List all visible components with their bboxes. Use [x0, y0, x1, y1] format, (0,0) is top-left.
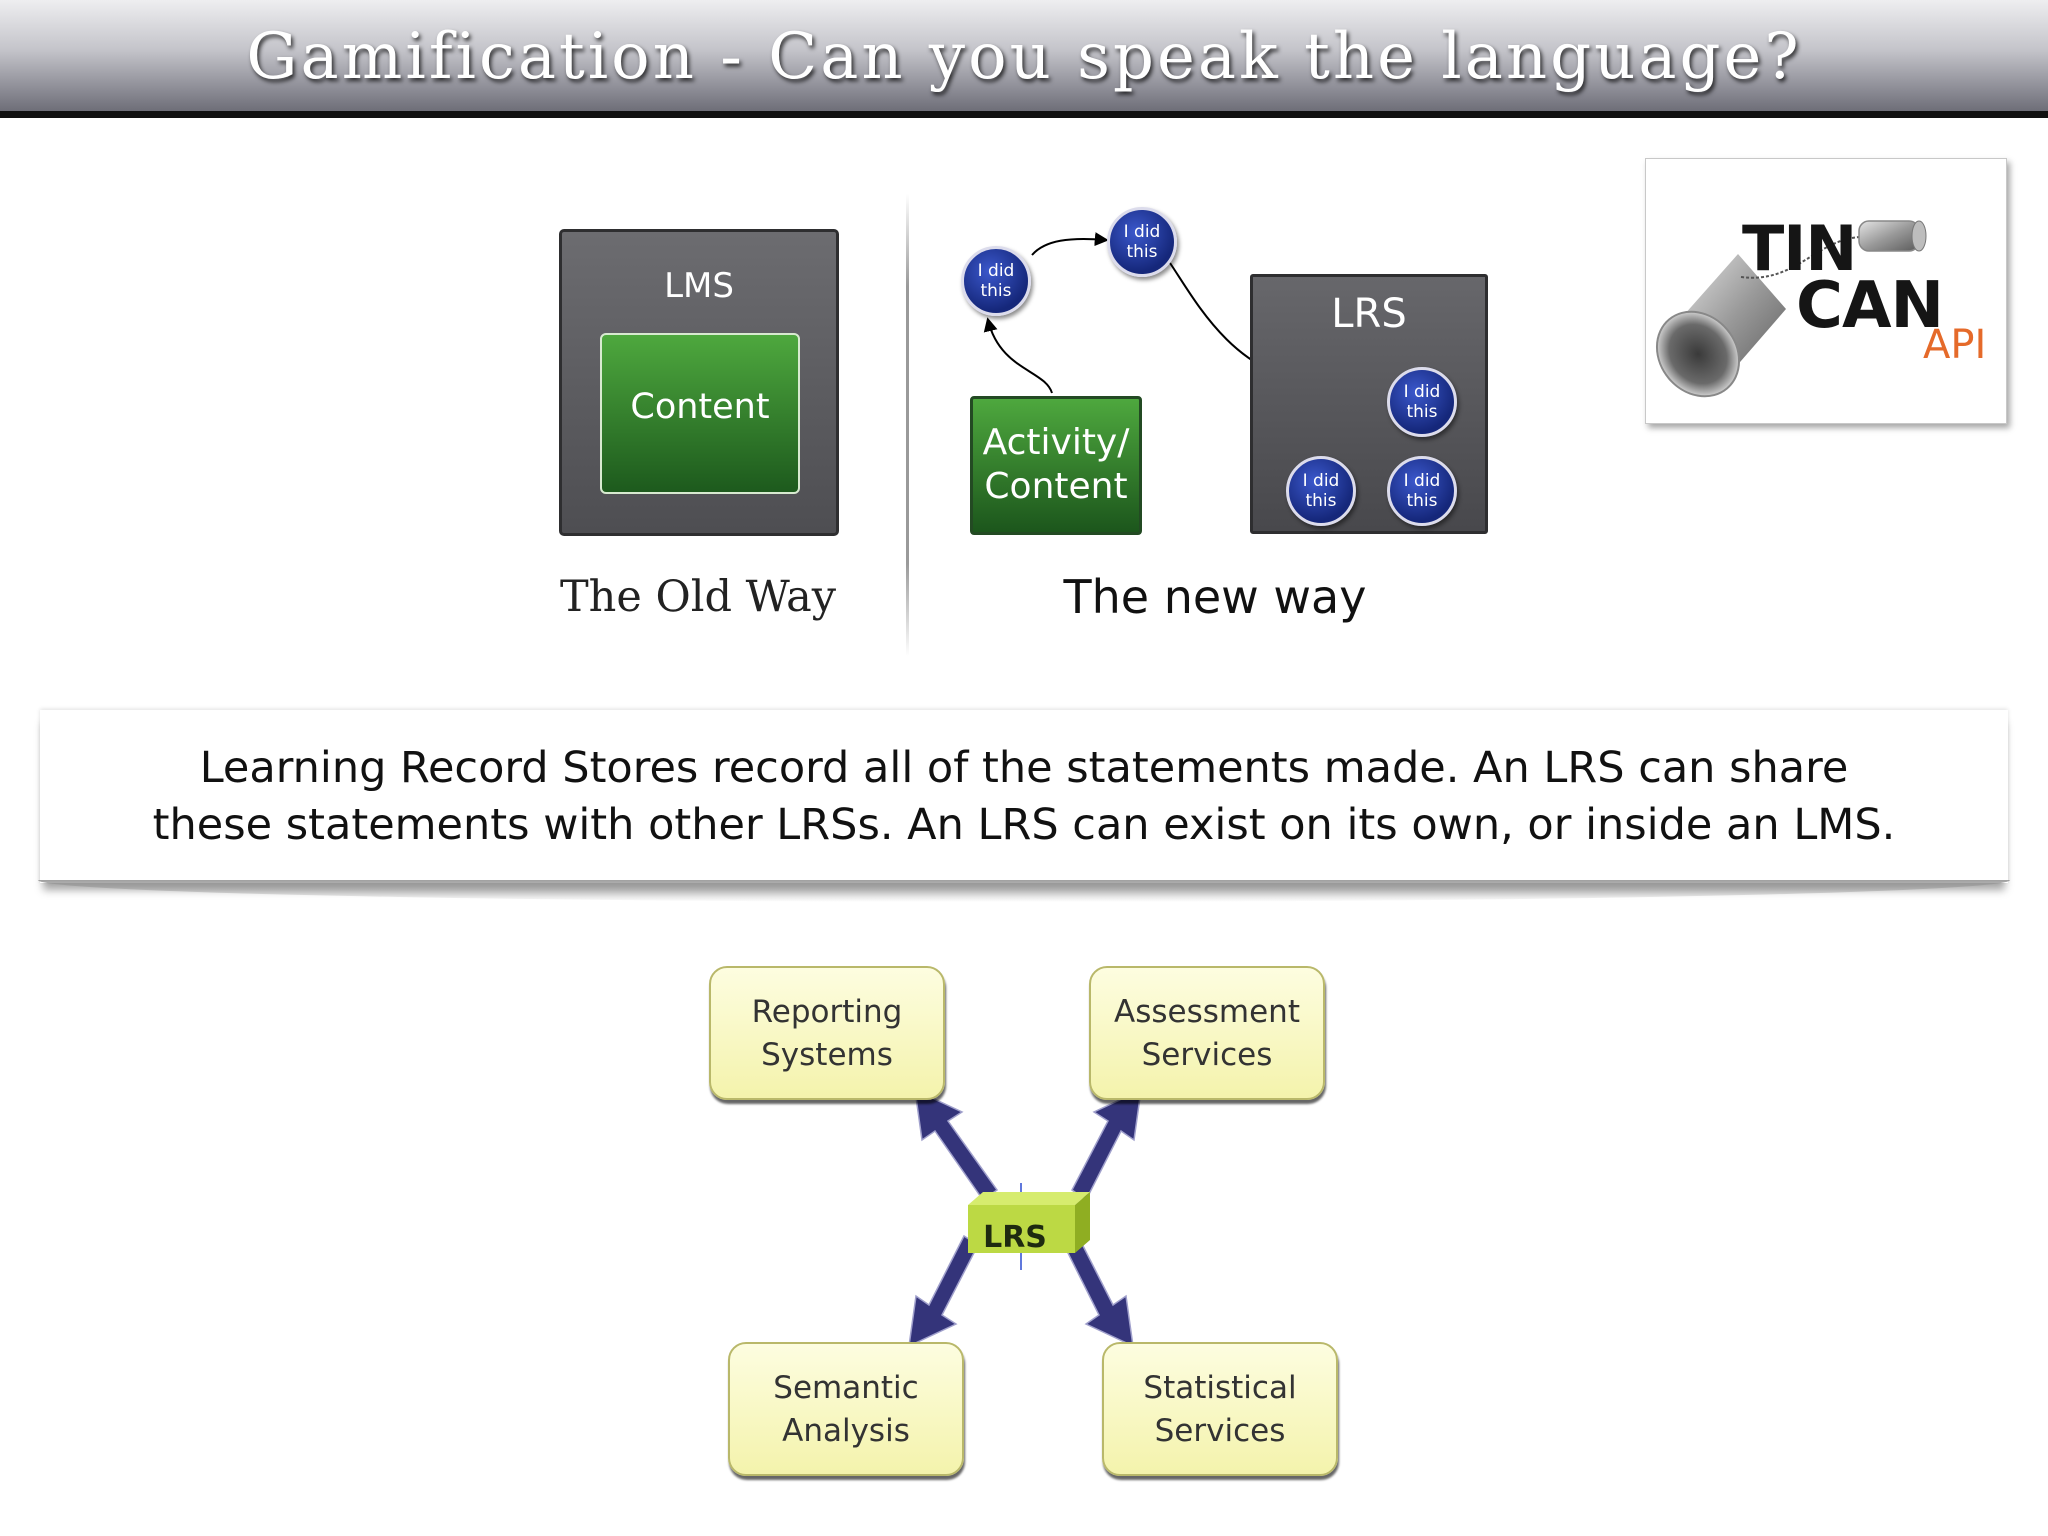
- old-way-caption: The Old Way: [559, 572, 837, 622]
- arrow-to-semantic: [908, 1234, 979, 1348]
- statement-bubble: I did this: [1107, 207, 1177, 277]
- lms-content-box: Content: [600, 333, 800, 494]
- lms-content-label: Content: [630, 387, 770, 427]
- node-label-line2: Systems: [761, 1037, 893, 1073]
- caption-line1: Learning Record Stores record all of the…: [199, 743, 1849, 793]
- lrs-store-box: LRS I did this I did this I did this: [1250, 274, 1488, 534]
- lms-label: LMS: [664, 266, 734, 306]
- arrow-to-reporting: [914, 1088, 999, 1202]
- lrs-hub-label: LRS: [983, 1220, 1047, 1255]
- tin-can-api-logo: TIN CAN API: [1645, 158, 2007, 424]
- node-label-line2: Services: [1141, 1037, 1273, 1073]
- statement-line2: this: [1126, 242, 1158, 262]
- node-label-line1: Semantic: [773, 1370, 919, 1406]
- statement-line1: I did: [1403, 471, 1441, 491]
- node-label-line1: Assessment: [1114, 994, 1300, 1030]
- statement-bubble: I did this: [1286, 456, 1356, 526]
- slide-title: Gamification - Can you speak the languag…: [246, 20, 1802, 94]
- activity-label-line2: Content: [984, 466, 1128, 507]
- statement-line2: this: [980, 281, 1012, 301]
- statement-line2: this: [1305, 491, 1337, 511]
- node-label-line2: Services: [1154, 1413, 1286, 1449]
- activity-content-box: Activity/ Content: [970, 396, 1142, 535]
- activity-label-line1: Activity/: [982, 422, 1130, 463]
- node-assessment-services: Assessment Services: [1089, 966, 1325, 1100]
- caption-shadow: [38, 880, 2010, 902]
- logo-word-tin: TIN: [1742, 212, 1857, 285]
- lrs-store-label: LRS: [1331, 291, 1407, 337]
- logo-word-api: API: [1923, 322, 1987, 368]
- statement-line2: this: [1406, 491, 1438, 511]
- lms-container: LMS Content: [559, 229, 839, 536]
- node-label-line2: Analysis: [782, 1413, 910, 1449]
- arrow-to-statistical: [1063, 1234, 1134, 1348]
- tin-can-icon: [1655, 220, 1927, 398]
- arrow-statement-to-statement: [1031, 232, 1109, 256]
- node-reporting-systems: Reporting Systems: [709, 966, 945, 1100]
- logo-word-can: CAN: [1796, 269, 1944, 343]
- statement-line1: I did: [977, 261, 1015, 281]
- lrs-hub-box: [968, 1192, 1090, 1253]
- title-bar: Gamification - Can you speak the languag…: [0, 0, 2048, 118]
- statement-line1: I did: [1302, 471, 1340, 491]
- node-label-line1: Reporting: [751, 994, 903, 1030]
- statement-line1: I did: [1123, 222, 1161, 242]
- node-semantic-analysis: Semantic Analysis: [728, 1342, 964, 1476]
- statement-bubble: I did this: [961, 246, 1031, 316]
- node-statistical-services: Statistical Services: [1102, 1342, 1338, 1476]
- caption-line2: these statements with other LRSs. An LRS…: [152, 800, 1896, 850]
- section-divider: [906, 194, 909, 656]
- statement-bubble: I did this: [1387, 456, 1457, 526]
- arrow-activity-to-statement: [983, 317, 1053, 394]
- new-way-caption: The new way: [1063, 570, 1367, 624]
- node-label-line1: Statistical: [1143, 1370, 1297, 1406]
- statement-line2: this: [1406, 402, 1438, 422]
- arrow-to-assessment: [1071, 1088, 1142, 1202]
- statement-bubble: I did this: [1387, 367, 1457, 437]
- caption-text: Learning Record Stores record all of the…: [40, 740, 2008, 854]
- statement-line1: I did: [1403, 382, 1441, 402]
- caption-panel: [40, 710, 2008, 883]
